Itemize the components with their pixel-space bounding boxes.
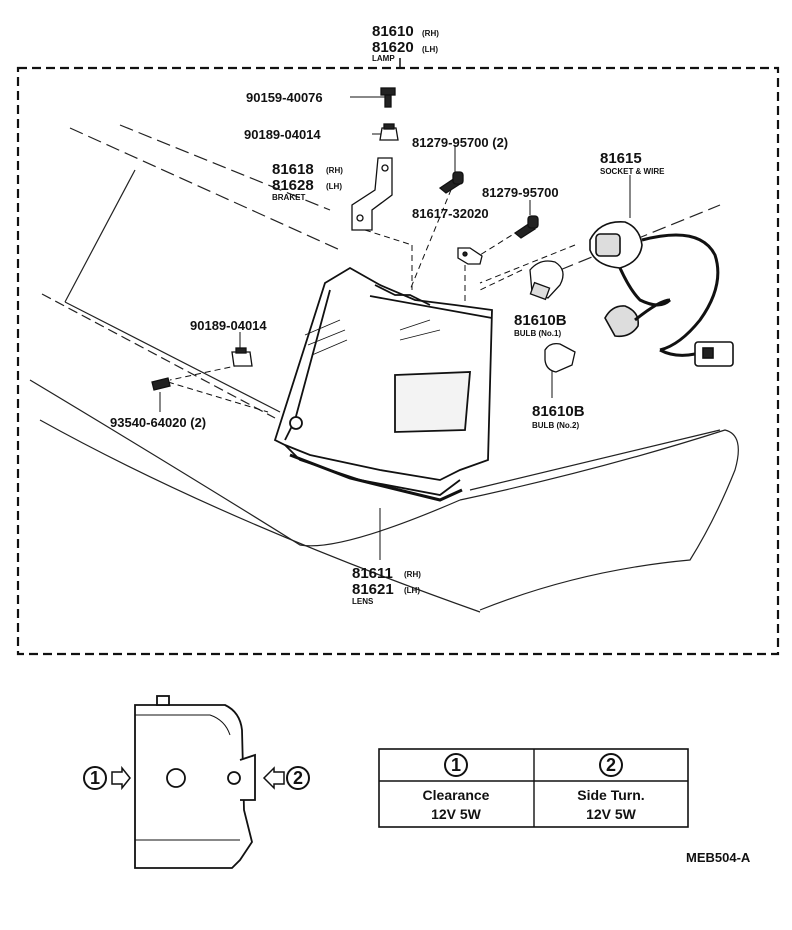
drawing-code: MEB504-A — [686, 850, 751, 865]
callout-bracket-rh: 81618 — [272, 161, 314, 178]
arrow-right-icon — [111, 765, 131, 791]
lamp-housing — [273, 266, 493, 502]
callout-bulb1-label: BULB (No.1) — [514, 329, 561, 338]
assembly-frame — [16, 66, 780, 656]
callout-screw-single: 81279-95700 — [482, 185, 559, 200]
table-header-1: 1 — [451, 755, 461, 775]
nut-icon — [379, 123, 399, 141]
callout-socket-label: SOCKET & WIRE — [600, 167, 665, 176]
callout-lens-label: LENS — [352, 597, 374, 606]
callout-nut-left: 90189-04014 — [190, 318, 267, 333]
tapping-screw-icon — [438, 171, 464, 194]
arrow-left-icon — [262, 766, 285, 790]
callout-screw-pair: 81279-95700 (2) — [412, 135, 508, 150]
tapping-screw-icon — [513, 215, 539, 239]
table-cell-clearance-rating: 12V 5W — [431, 806, 482, 822]
lamp-lh-mark: (LH) — [422, 45, 438, 54]
bulb-icon — [529, 260, 564, 301]
callout-screw-top: 90159-40076 — [246, 90, 323, 105]
lamp-part-rh: 81610 — [372, 23, 414, 40]
bulb-table: 1 2 Clearance Side Turn. 12V 5W 12V 5W — [378, 748, 689, 828]
lamp-part-lh: 81620 — [372, 39, 414, 56]
table-cell-side-turn-rating: 12V 5W — [586, 806, 637, 822]
callout-bracket-rh-mark: (RH) — [326, 166, 343, 175]
callout-bracket-lh-mark: (LH) — [326, 182, 342, 191]
callout-lens-lh-mark: (LH) — [404, 586, 420, 595]
callout-bracket-lh: 81628 — [272, 177, 314, 194]
callout-bracket-label: BRAKET — [272, 193, 305, 202]
marker-2-text: 2 — [293, 768, 303, 788]
nut-icon — [231, 347, 253, 367]
marker-2: 2 — [262, 766, 310, 790]
table-header-2: 2 — [606, 755, 616, 775]
table-cell-side-turn: Side Turn. — [577, 787, 644, 803]
callout-socket: 81615 — [600, 150, 642, 167]
lamp-rh-mark: (RH) — [422, 29, 439, 38]
callout-bulb2-label: BULB (No.2) — [532, 421, 579, 430]
hardware-parts — [151, 87, 576, 391]
table-cell-clearance: Clearance — [423, 787, 490, 803]
marker-1: 1 — [83, 765, 131, 791]
tapping-screw-icon — [151, 377, 171, 391]
callout-lens-rh-mark: (RH) — [404, 570, 421, 579]
callout-bulb1: 81610B — [514, 312, 567, 329]
screw-icon — [380, 87, 396, 108]
wedge-bulb-icon — [544, 342, 576, 373]
callout-screw-left: 93540-64020 (2) — [110, 415, 206, 430]
lamp-label: LAMP — [372, 54, 395, 63]
clip-icon — [457, 247, 483, 265]
callout-lens-lh: 81621 — [352, 581, 394, 598]
callout-clip: 81617-32020 — [412, 206, 489, 221]
marker-1-text: 1 — [90, 768, 100, 788]
socket-wire-icon — [589, 221, 734, 367]
bracket-icon — [351, 157, 393, 231]
callout-lens-rh: 81611 — [352, 565, 393, 582]
callout-bulb2: 81610B — [532, 403, 585, 420]
callout-nut-top: 90189-04014 — [244, 127, 321, 142]
lamp-rear-view — [134, 695, 256, 869]
